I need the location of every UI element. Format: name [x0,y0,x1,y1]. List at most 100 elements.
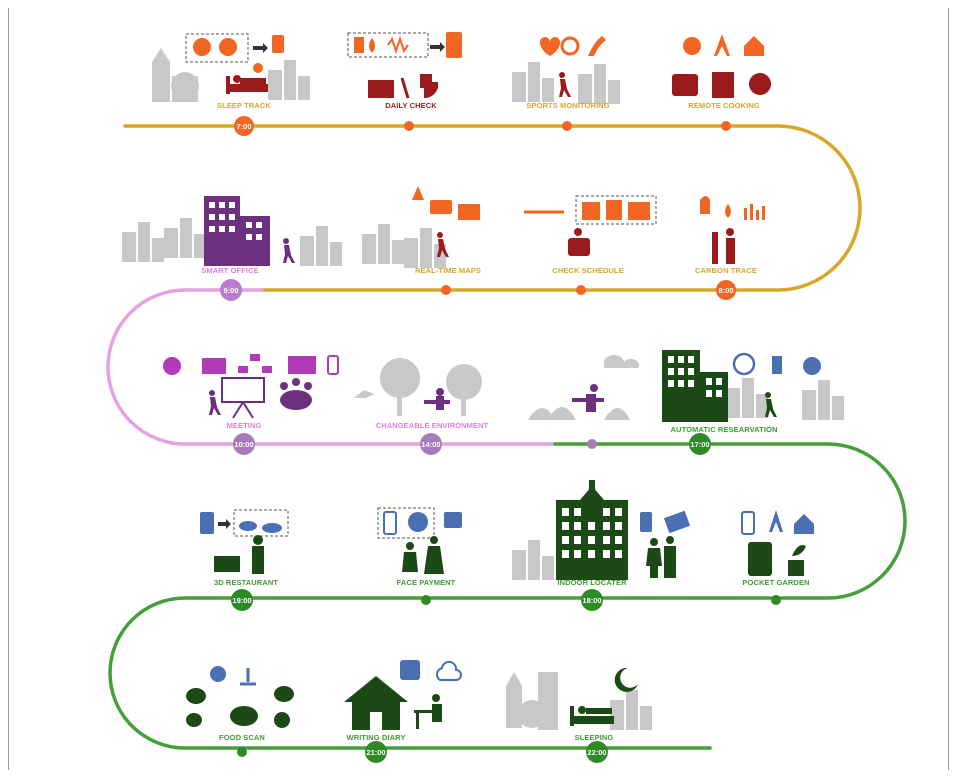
daily-check-scene: DAILY CHECK [347,32,462,110]
sleeping-scene: SLEEPING [506,667,652,742]
face-icon [408,512,428,532]
tower-icon [272,35,284,53]
home-icon [794,514,814,534]
real-time-maps-scene: REAL-TIME MAPS [362,186,481,275]
svg-text:9:00: 9:00 [223,286,238,295]
opera-house-icon [528,407,630,420]
toilet-icon [420,74,438,98]
time-node-10-00: 10:00 [233,433,255,455]
drop-icon [369,38,375,53]
node-dot [587,439,597,449]
tower-icon [714,34,730,56]
clipboard-icon [606,200,622,220]
food-scan-scene: FOOD SCAN [186,666,294,742]
network-icon [238,354,272,373]
svg-text:FOOD SCAN: FOOD SCAN [219,733,265,742]
voice-icon [210,666,226,682]
calendar-icon [582,202,600,220]
node-dot [421,595,431,605]
road-icon [588,36,606,56]
changeable-environment-scene: CHANGEABLE ENVIRONMENT [354,358,489,430]
svg-text:21:00: 21:00 [366,748,385,757]
check-schedule-scene: CHECK SCHEDULE [524,195,657,275]
svg-text:14:00: 14:00 [421,440,440,449]
time-node-19-00: 19:00 [231,589,253,611]
meeting-table-icon [280,378,312,410]
plant-icon [748,542,806,576]
evernote-icon [400,660,420,680]
timeline-nodes: 7:00 8:00 9:00 10:00 14:00 17:00 [220,116,781,763]
svg-text:SMART OFFICE: SMART OFFICE [201,266,258,275]
map-icon [663,510,691,534]
map-icon [628,202,650,220]
couple-icon [646,536,676,578]
pocket-garden-scene: POCKET GARDEN [741,510,814,587]
time-node-7-00: 7:00 [234,116,254,136]
heart-icon [540,37,560,56]
tablet-icon [446,32,462,58]
svg-text:SLEEPING: SLEEPING [575,733,614,742]
toaster-icon [672,74,698,96]
tower-icon [769,510,783,532]
home-icon [744,36,764,56]
bed-icon [226,75,268,94]
city-skyline-icon [152,48,310,102]
time-node-14-00: 14:00 [420,433,442,455]
desk-worker-icon [572,384,604,412]
svg-text:POCKET GARDEN: POCKET GARDEN [742,578,809,587]
node-dot [721,121,731,131]
coffee-maker-icon [712,72,734,98]
svg-text:18:00: 18:00 [582,596,601,605]
walker-icon [765,392,777,417]
arrow-icon [253,43,268,53]
time-node-18-00: 18:00 [581,589,603,611]
activity-label: SLEEP TRACK [217,101,271,110]
timeline-path [106,124,907,750]
bed-icon [570,706,614,726]
node-dot [576,285,586,295]
3d-restaurant-scene: 3D RESTAURANT [200,509,289,587]
svg-text:AUTOMATIC RESEARVATION: AUTOMATIC RESEARVATION [671,425,778,434]
phone-icon [327,355,339,375]
svg-text:CHECK SCHEDULE: CHECK SCHEDULE [552,266,623,275]
cone-icon [412,186,424,200]
meeting-scene: MEETING [163,354,339,430]
node-dot [562,121,572,131]
pan-icon [749,73,771,95]
node-dot [237,747,247,757]
alarm-icon [253,63,263,73]
writing-diary-scene: WRITING DIARY [344,660,462,742]
presenter-icon [221,377,265,403]
tree-icon [380,358,482,416]
svg-text:3D RESTAURANT: 3D RESTAURANT [214,578,278,587]
time-node-17-00: 17:00 [689,433,711,455]
svg-text:17:00: 17:00 [690,440,709,449]
node-dot [404,121,414,131]
phone-icon [383,511,397,535]
svg-text:DAILY CHECK: DAILY CHECK [385,101,437,110]
indoor-locater-scene: INDOOR LOCATER [512,480,691,587]
face-payment-scene: FACE PAYMENT [377,507,462,587]
svg-text:REAL-TIME MAPS: REAL-TIME MAPS [415,266,481,275]
scale-icon [368,80,394,98]
svg-text:CARBON TRACE: CARBON TRACE [695,266,757,275]
svg-text:10:00: 10:00 [234,440,253,449]
voice-icon [683,37,701,55]
waiter-icon [214,535,264,574]
node-dot [771,595,781,605]
svg-text:INDOOR LOCATER: INDOOR LOCATER [557,578,627,587]
time-node-22-00: 22:00 [586,741,608,763]
laptop-icon [288,356,316,374]
walker-icon [283,238,295,263]
foot-icon [700,196,710,214]
phone-icon [200,512,214,534]
drop-icon [725,204,731,218]
time-node-21-00: 21:00 [365,741,387,763]
svg-text:FACE PAYMENT: FACE PAYMENT [397,578,456,587]
carbon-trace-scene: CARBON TRACE [695,196,765,275]
plate-icon [803,357,821,375]
person-icon [712,228,735,264]
phone-icon [741,511,755,535]
svg-text:MEETING: MEETING [227,421,262,430]
